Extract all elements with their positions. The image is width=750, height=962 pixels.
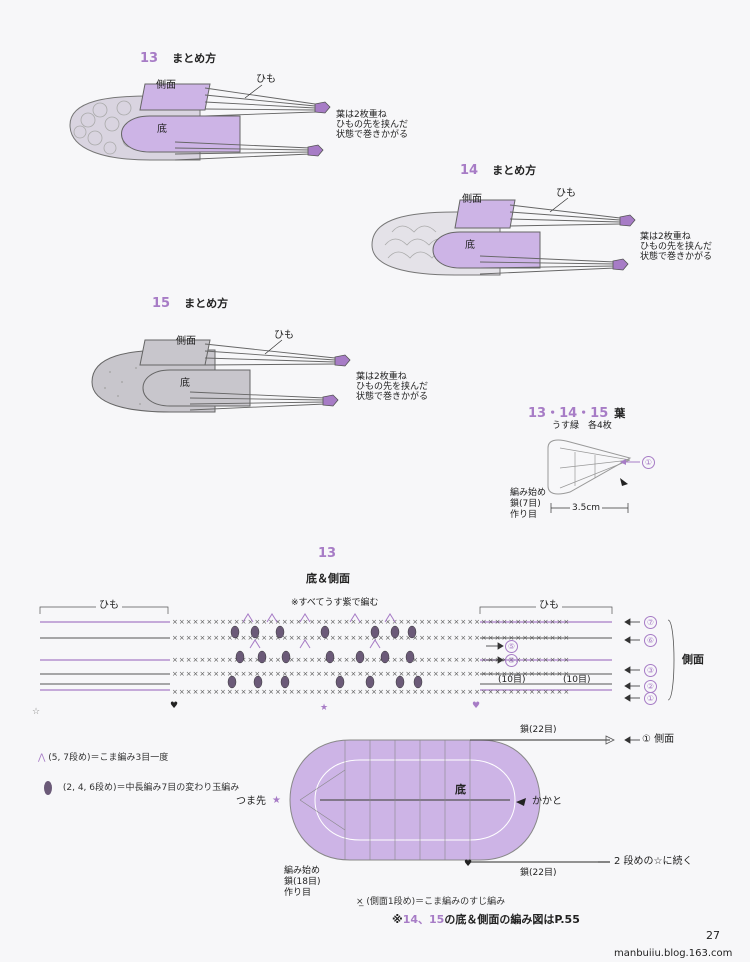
bottom-start: 編み始め 鎖(18目) 作り目 <box>284 866 321 898</box>
bottom-label: 底 <box>157 124 167 135</box>
page-number: 27 <box>706 929 720 942</box>
svg-text:★: ★ <box>320 703 328 713</box>
assembly-13-heading: 13 まとめ方 <box>140 50 216 66</box>
leaf-note: 葉は2枚重ね ひもの先を挟んだ 状態で巻きかがる <box>640 232 713 262</box>
svg-text:♥: ♥ <box>170 701 178 711</box>
row-marker: ⑥ <box>644 634 657 647</box>
string-label: ひも <box>274 330 294 341</box>
stitch-count-a: (10目) <box>498 675 526 685</box>
svg-text:♥: ♥ <box>472 701 480 711</box>
row-marker: ⑤ <box>505 640 518 653</box>
leaf-yarn: うす緑 各4枚 <box>552 421 612 431</box>
assembly-title: まとめ方 <box>492 164 537 177</box>
assembly-number: 14 <box>460 163 479 178</box>
string-label: ひも <box>256 74 276 85</box>
leaf-note: 葉は2枚重ね ひもの先を挟んだ 状態で巻きかがる <box>336 110 409 140</box>
main-title: 底＆側面 <box>306 572 350 585</box>
assembly-title: まとめ方 <box>172 52 217 65</box>
leaf-heading: 13・14・15 葉 <box>528 402 625 421</box>
bottom-chart-label: 底 <box>455 783 466 796</box>
assembly-15-heading: 15 まとめ方 <box>152 295 228 311</box>
side-label: 側面 <box>156 80 176 91</box>
assembly-title: まとめ方 <box>184 297 229 310</box>
watermark: manbuiiu.blog.163.com <box>614 948 733 959</box>
leaf-row-marker: ① <box>642 456 655 469</box>
assembly-number: 13 <box>140 51 159 66</box>
legend-puff: (2, 4, 6段め)＝中長編み7目の変わり玉編み <box>44 780 239 795</box>
assembly-14-heading: 14 まとめ方 <box>460 162 536 178</box>
heel-label: かかと <box>532 796 562 807</box>
stitch-count-b: (10目) <box>563 675 591 685</box>
chain-bottom-label: 鎖(22目) <box>520 868 557 878</box>
string-label: ひも <box>556 188 576 199</box>
bottom-label: 底 <box>465 240 475 251</box>
leaf-title: 葉 <box>614 407 626 420</box>
leaf-width: 3.5cm <box>570 502 603 514</box>
puff-stitch-icon <box>44 780 52 795</box>
leaf-note: 葉は2枚重ね ひもの先を挟んだ 状態で巻きかがる <box>356 372 429 402</box>
side-label: 側面 <box>176 336 196 347</box>
back-loop-symbol-icon: ⨯̲ <box>356 897 364 907</box>
toe-label: つま先 <box>236 796 266 807</box>
reference-note: ※14、15の底＆側面の編み図はP.55 <box>392 913 580 926</box>
side-chart-label: 側面 <box>682 653 704 666</box>
row-marker: ④ <box>505 654 518 667</box>
assembly-number: 15 <box>152 296 171 311</box>
main-number: 13 <box>318 546 337 561</box>
side-row1-label: ① 側面 <box>642 734 675 745</box>
svg-text:★: ★ <box>272 795 281 806</box>
string-left-label: ひも <box>96 600 122 612</box>
main-note: ※すべてうす紫で編む <box>291 598 379 608</box>
row-marker: ⑦ <box>644 616 657 629</box>
row-marker: ① <box>644 692 657 705</box>
string-right-label: ひも <box>536 600 562 612</box>
bottom-label: 底 <box>180 378 190 389</box>
row-marker: ③ <box>644 664 657 677</box>
chain-top-label: 鎖(22目) <box>520 725 557 735</box>
svg-text:♥: ♥ <box>464 859 472 869</box>
leaf-start: 編み始め 鎖(7目) 作り目 <box>510 488 547 520</box>
legend-back-loop: ⨯̲ (側面1段め)＝こま編みのすじ編み <box>356 897 506 907</box>
leaf-numbers: 13・14・15 <box>528 406 609 421</box>
continue-label: 2 段めの☆に続く <box>614 856 693 867</box>
side-label: 側面 <box>462 194 482 205</box>
svg-text:××××××××××××××××××××××××××××××: ××××××××××××××××××××××××××××××××××××××××… <box>172 618 570 626</box>
svg-text:××××××××××××××××××××××××××××××: ××××××××××××××××××××××××××××××××××××××××… <box>172 688 570 696</box>
svg-text:☆: ☆ <box>32 707 40 717</box>
legend-decrease: ⋀ (5, 7段め)＝こま編み3目一度 <box>38 753 169 763</box>
decrease-symbol-icon: ⋀ <box>38 753 46 763</box>
